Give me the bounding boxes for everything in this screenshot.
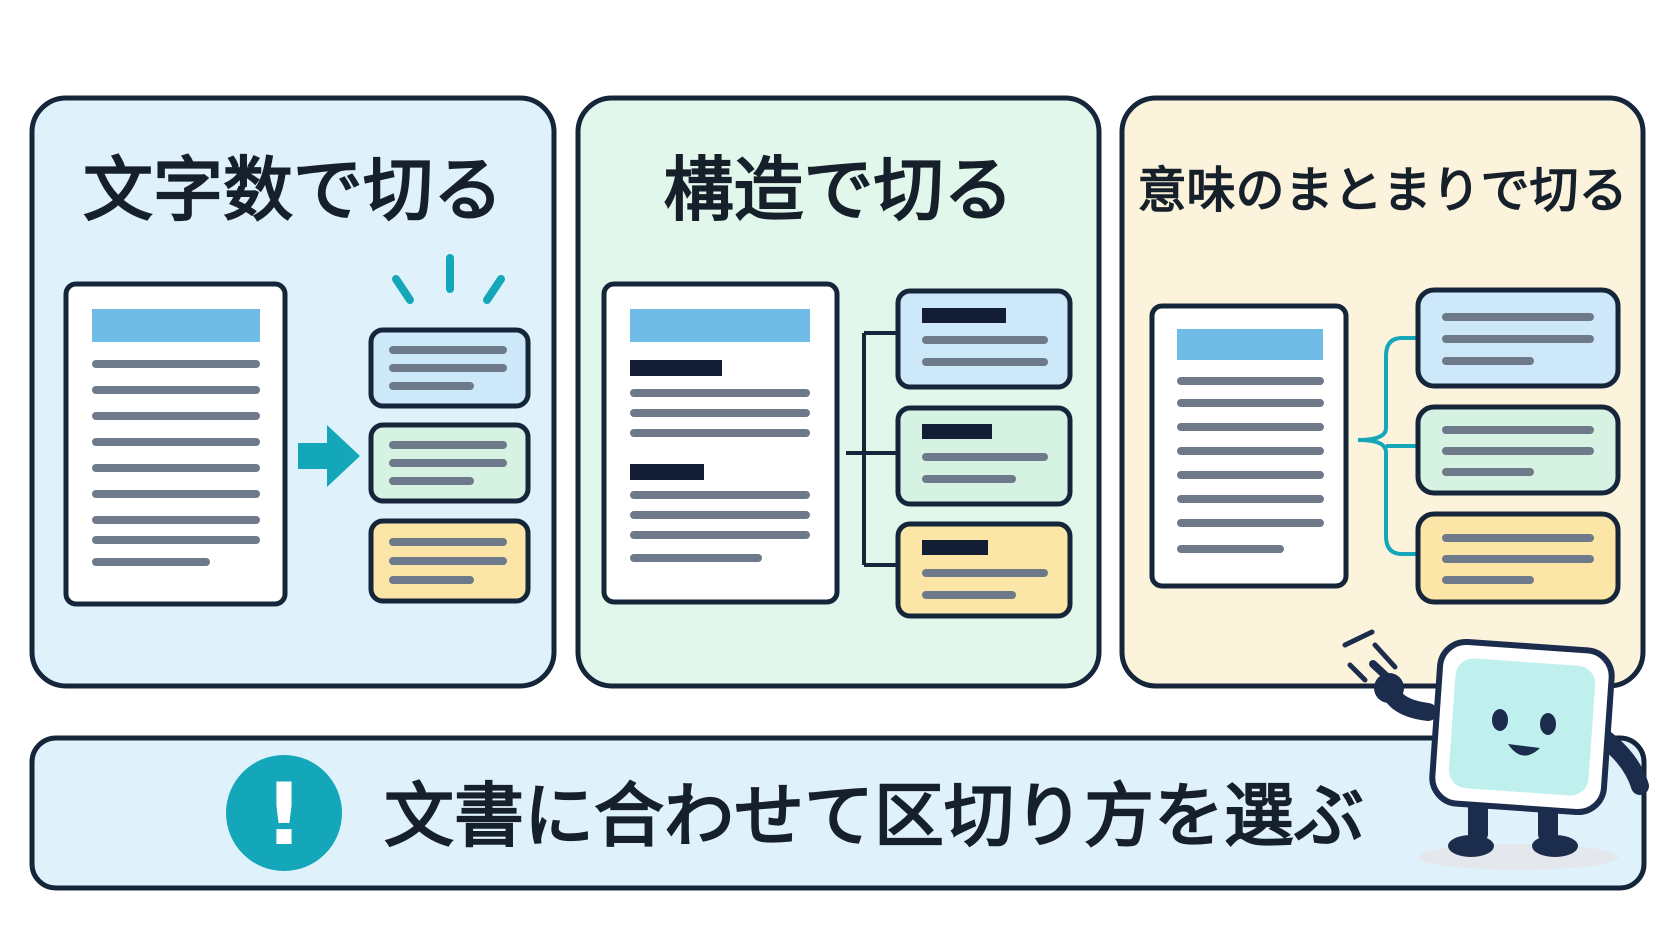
panel-structure: [575, 95, 1102, 689]
source-document: [63, 281, 288, 607]
banner-message: 文書に合わせて区切り方を選ぶ: [384, 775, 1364, 857]
panel-title-char-count: 文字数で切る: [83, 149, 503, 231]
chunk-blue: [368, 327, 531, 409]
tree-connector-icon: [846, 331, 898, 567]
source-document: [1149, 303, 1349, 589]
summary-banner: !: [29, 735, 1647, 891]
source-document-structured: [601, 281, 840, 605]
chunk-yellow: [1415, 511, 1621, 605]
exclamation-icon: [226, 755, 342, 871]
panel-char-count: [29, 95, 557, 689]
arrow-right-icon: [298, 425, 360, 487]
exclamation-mark: !: [264, 765, 303, 865]
chunk-blue: [1415, 287, 1621, 389]
mascot-character-icon: [1342, 629, 1649, 870]
brace-connector-icon: [1357, 336, 1418, 556]
panel-title-meaning: 意味のまとまりで切る: [1137, 162, 1628, 219]
chunk-green: [368, 422, 531, 504]
sparkle-icon: [392, 254, 505, 304]
panel-meaning: [1119, 95, 1646, 689]
chunk-yellow: [895, 521, 1073, 619]
chunk-blue: [895, 288, 1073, 390]
chunk-yellow: [368, 518, 531, 604]
chunk-green: [1415, 404, 1621, 496]
chunk-green: [895, 405, 1073, 507]
panel-title-structure: 構造で切る: [663, 149, 1014, 231]
